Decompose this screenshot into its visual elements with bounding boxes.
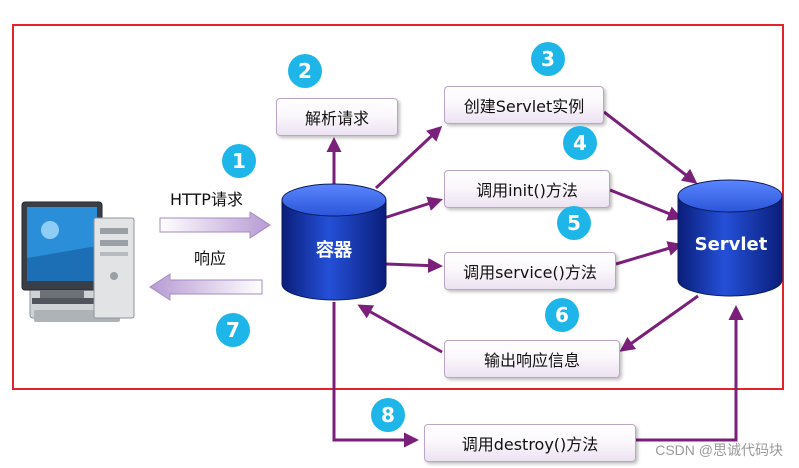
step-output-response: 输出响应信息 bbox=[444, 340, 620, 378]
badge-1: 1 bbox=[222, 144, 256, 178]
step-call-init: 调用init()方法 bbox=[444, 170, 610, 208]
response-arrow bbox=[149, 273, 263, 301]
badge-7: 7 bbox=[216, 313, 250, 347]
arrow-servlet-to-output bbox=[619, 294, 699, 352]
arrow-container-to-destroy bbox=[332, 302, 419, 448]
step-call-destroy: 调用destroy()方法 bbox=[424, 424, 636, 462]
desktop-computer-icon bbox=[21, 201, 135, 322]
badge-4: 4 bbox=[563, 126, 597, 160]
http-request-label: HTTP请求 bbox=[170, 190, 243, 209]
badge-8: 8 bbox=[371, 398, 405, 432]
servlet-label: Servlet bbox=[694, 234, 768, 255]
step-parse-request: 解析请求 bbox=[276, 98, 398, 136]
response-label: 响应 bbox=[194, 249, 227, 268]
arrow-container-to-create bbox=[374, 125, 443, 190]
arrow-create-to-servlet bbox=[603, 110, 698, 184]
container-label: 容器 bbox=[316, 240, 352, 261]
http-request-arrow bbox=[159, 211, 271, 239]
arrow-container-to-service bbox=[385, 258, 443, 274]
arrow-service-to-servlet bbox=[615, 241, 683, 266]
arrow-destroy-to-servlet bbox=[636, 305, 744, 442]
servlet-cylinder bbox=[677, 179, 783, 297]
badge-2: 2 bbox=[288, 54, 322, 88]
badge-6: 6 bbox=[545, 298, 579, 332]
diagram-frame bbox=[12, 24, 784, 390]
watermark: CSDN @思诚代码块 bbox=[655, 442, 783, 458]
arrow-container-to-init bbox=[383, 196, 443, 220]
container-cylinder bbox=[281, 183, 387, 301]
arrow-init-to-servlet bbox=[609, 188, 683, 221]
badge-3: 3 bbox=[531, 42, 565, 76]
arrow-output-to-container bbox=[357, 304, 443, 354]
badge-5: 5 bbox=[557, 206, 591, 240]
step-call-service: 调用service()方法 bbox=[444, 252, 616, 290]
step-create-servlet: 创建Servlet实例 bbox=[444, 86, 604, 124]
